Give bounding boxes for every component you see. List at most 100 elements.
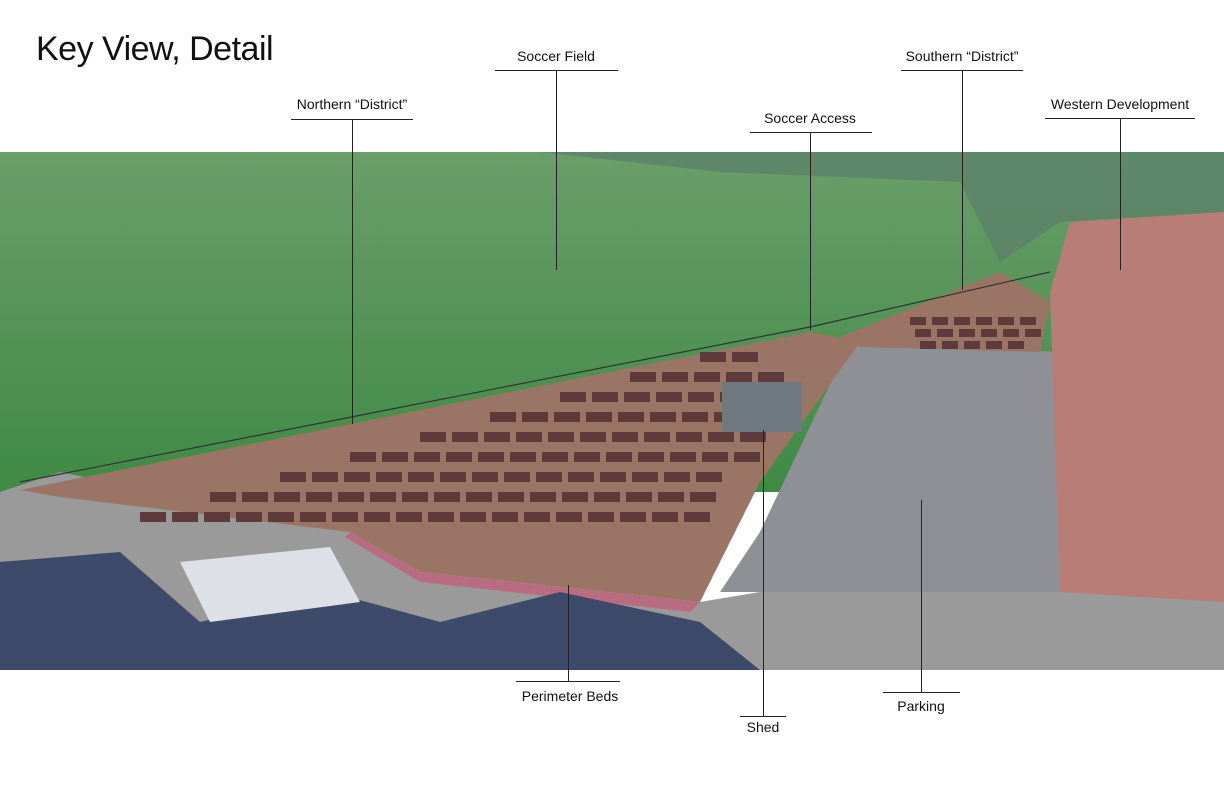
- garden-bed: [638, 452, 664, 462]
- garden-bed: [954, 317, 970, 325]
- garden-bed: [466, 492, 492, 502]
- garden-bed: [440, 472, 466, 482]
- garden-bed: [510, 452, 536, 462]
- leader-line: [921, 500, 922, 692]
- garden-bed: [478, 452, 504, 462]
- garden-bed: [656, 392, 682, 402]
- garden-bed: [370, 492, 396, 502]
- garden-bed: [428, 512, 454, 522]
- perimeter-beds: [345, 532, 700, 612]
- garden-bed: [658, 492, 684, 502]
- leader-underline: [750, 132, 872, 133]
- garden-bed: [452, 432, 478, 442]
- garden-bed: [626, 492, 652, 502]
- label-perimeter-beds: Perimeter Beds: [521, 688, 619, 704]
- garden-bed: [420, 432, 446, 442]
- garden-bed: [434, 492, 460, 502]
- garden-bed: [306, 492, 332, 502]
- garden-bed: [382, 452, 408, 462]
- leader-line: [352, 119, 353, 424]
- garden-bed: [588, 512, 614, 522]
- garden-bed: [708, 432, 734, 442]
- garden-bed: [580, 432, 606, 442]
- garden-bed: [630, 372, 656, 382]
- garden-bed: [560, 392, 586, 402]
- garden-bed: [274, 492, 300, 502]
- foreground-rocks: [0, 552, 760, 670]
- garden-bed: [562, 492, 588, 502]
- garden-bed: [344, 472, 370, 482]
- garden-bed: [986, 341, 1002, 349]
- garden-bed: [568, 472, 594, 482]
- garden-bed: [758, 372, 784, 382]
- garden-bed: [522, 412, 548, 422]
- garden-bed: [976, 317, 992, 325]
- garden-bed: [664, 472, 690, 482]
- leader-underline: [516, 681, 620, 682]
- garden-bed: [350, 452, 376, 462]
- garden-bed: [624, 392, 650, 402]
- label-soccer-access: Soccer Access: [764, 110, 856, 126]
- foreground-roof: [180, 547, 360, 622]
- garden-bed: [524, 512, 550, 522]
- western-building: [1050, 212, 1224, 602]
- garden-bed: [472, 472, 498, 482]
- southern-district-area: [840, 272, 1050, 352]
- garden-bed: [696, 472, 722, 482]
- garden-bed: [1008, 341, 1024, 349]
- leader-underline: [740, 716, 786, 717]
- garden-bed: [504, 472, 530, 482]
- garden-bed: [684, 512, 710, 522]
- garden-bed: [364, 512, 390, 522]
- garden-bed: [694, 372, 720, 382]
- garden-bed: [268, 512, 294, 522]
- leader-line: [568, 585, 569, 681]
- garden-bed: [652, 512, 678, 522]
- garden-bed: [332, 512, 358, 522]
- leader-line: [962, 70, 963, 290]
- garden-bed: [586, 412, 612, 422]
- garden-bed: [446, 452, 472, 462]
- garden-bed: [959, 329, 975, 337]
- garden-bed: [396, 512, 422, 522]
- garden-bed: [312, 472, 338, 482]
- garden-bed: [942, 341, 958, 349]
- garden-bed: [606, 452, 632, 462]
- garden-bed: [964, 341, 980, 349]
- garden-bed: [554, 412, 580, 422]
- garden-bed: [556, 512, 582, 522]
- garden-bed: [376, 472, 402, 482]
- garden-bed: [516, 432, 542, 442]
- garden-bed: [734, 452, 760, 462]
- garden-bed: [981, 329, 997, 337]
- garden-bed: [592, 392, 618, 402]
- garden-bed: [937, 329, 953, 337]
- garden-bed: [484, 432, 510, 442]
- site-rendering: [0, 152, 1224, 670]
- garden-bed: [932, 317, 948, 325]
- garden-bed: [620, 512, 646, 522]
- label-western-development: Western Development: [1050, 96, 1190, 112]
- tree-canopy: [540, 152, 1224, 262]
- garden-bed: [702, 452, 728, 462]
- garden-bed: [498, 492, 524, 502]
- garden-bed: [236, 512, 262, 522]
- garden-bed: [632, 472, 658, 482]
- garden-bed: [536, 472, 562, 482]
- garden-bed: [682, 412, 708, 422]
- garden-bed: [618, 412, 644, 422]
- label-shed: Shed: [746, 719, 780, 735]
- leader-line: [763, 430, 764, 716]
- garden-bed: [210, 492, 236, 502]
- garden-bed: [172, 512, 198, 522]
- leader-line: [1120, 118, 1121, 270]
- garden-bed: [1003, 329, 1019, 337]
- garden-bed: [594, 492, 620, 502]
- garden-bed: [242, 492, 268, 502]
- garden-bed: [140, 512, 166, 522]
- garden-bed: [740, 432, 766, 442]
- garden-bed: [338, 492, 364, 502]
- garden-bed: [204, 512, 230, 522]
- garden-bed: [670, 452, 696, 462]
- parking-lot: [720, 342, 1060, 592]
